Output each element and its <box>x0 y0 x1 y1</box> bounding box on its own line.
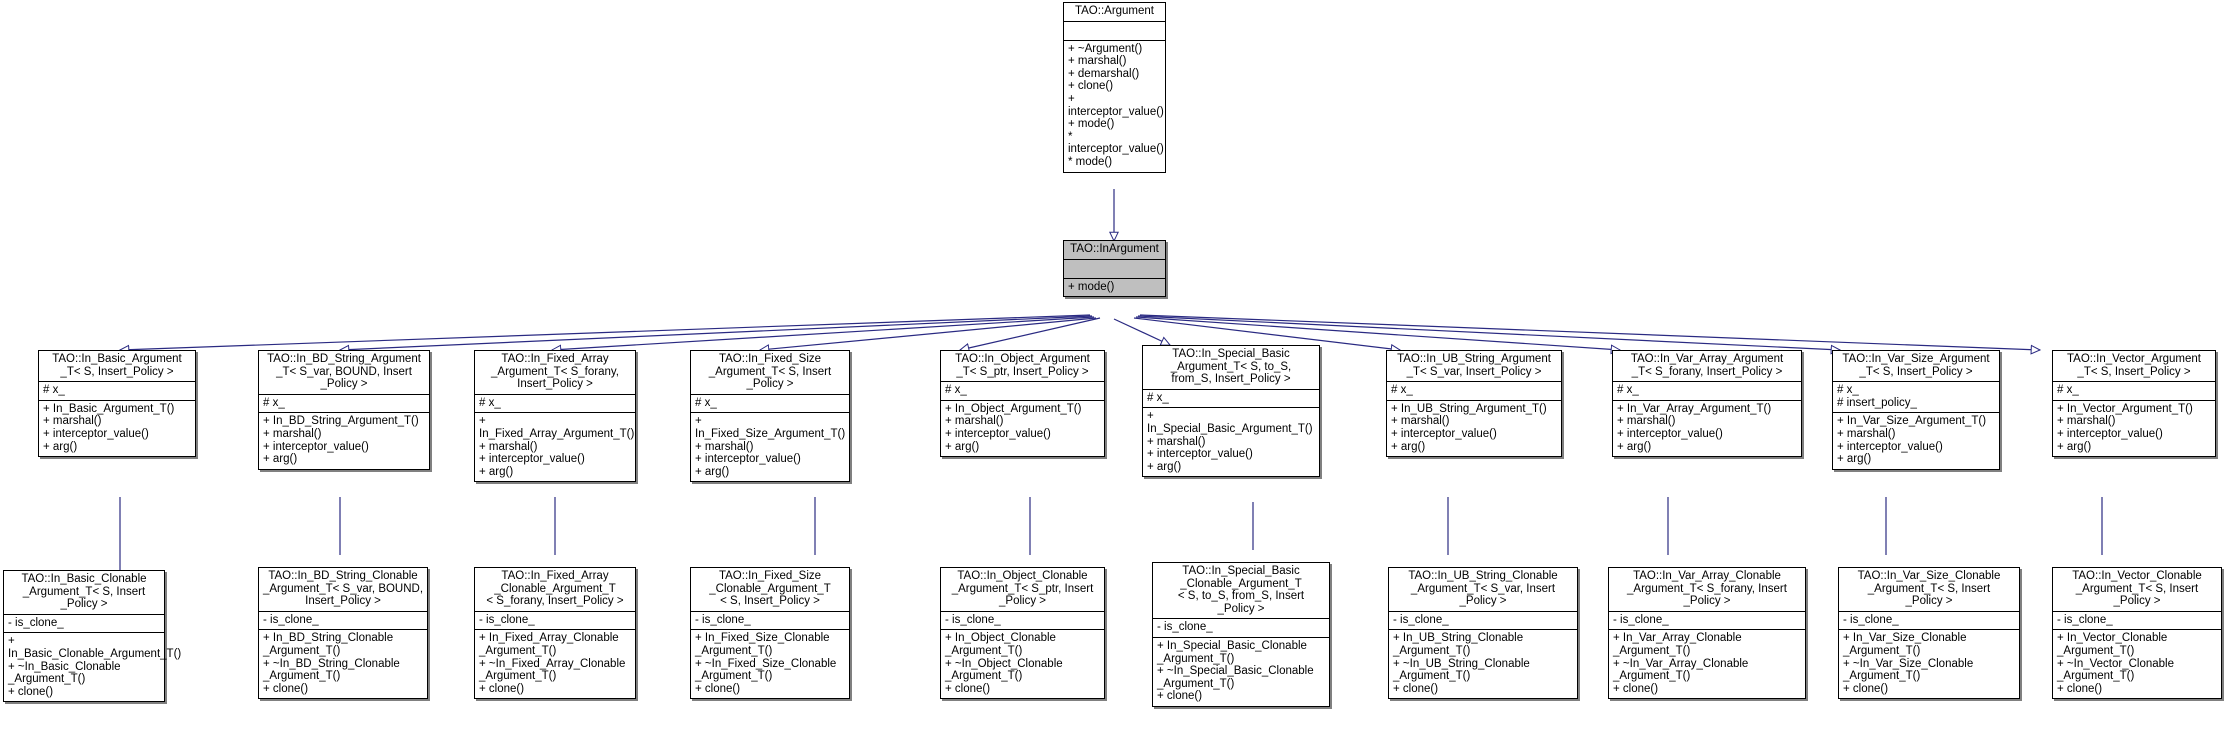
class-title: TAO::In_BD_String_Clonable _Argument_T< … <box>259 568 427 612</box>
class-node-in-var-array-argument[interactable]: TAO::In_Var_Array_Argument _T< S_forany,… <box>1612 350 1802 458</box>
class-operations: + In_UB_String_Argument_T() + marshal() … <box>1391 402 1547 453</box>
class-node-tao-argument[interactable]: TAO::Argument + ~Argument() + marshal() … <box>1063 2 1166 173</box>
class-node-in-fixed-size-clonable-argument[interactable]: TAO::In_Fixed_Size _Clonable_Argument_T … <box>690 567 850 700</box>
class-operations: + In_Special_Basic_Argument_T() + marsha… <box>1147 410 1313 473</box>
class-title: TAO::In_Special_Basic _Clonable_Argument… <box>1153 563 1329 620</box>
class-node-in-vector-argument[interactable]: TAO::In_Vector_Argument _T< S, Insert_Po… <box>2052 350 2216 458</box>
class-title: TAO::In_Var_Size_Argument _T< S, Insert_… <box>1833 351 1999 383</box>
class-attributes <box>1064 260 1165 279</box>
class-title: TAO::In_Var_Array_Argument _T< S_forany,… <box>1613 351 1801 383</box>
class-attributes: # x_ <box>1143 390 1319 409</box>
class-node-in-special-basic-argument[interactable]: TAO::In_Special_Basic _Argument_T< S, to… <box>1142 345 1320 478</box>
class-operations: + In_Var_Array_Clonable _Argument_T() + … <box>1613 632 1749 695</box>
class-node-in-vector-clonable-argument[interactable]: TAO::In_Vector_Clonable _Argument_T< S, … <box>2052 567 2222 700</box>
class-title: TAO::InArgument <box>1064 241 1165 260</box>
class-operations: + In_UB_String_Clonable _Argument_T() + … <box>1393 632 1530 695</box>
class-operations: + In_Vector_Argument_T() + marshal() + i… <box>2057 402 2193 453</box>
class-operations: + In_Fixed_Array_Argument_T() + marshal(… <box>479 415 635 478</box>
class-operations: + In_Var_Size_Clonable _Argument_T() + ~… <box>1843 632 1974 695</box>
class-node-in-var-array-clonable-argument[interactable]: TAO::In_Var_Array_Clonable _Argument_T< … <box>1608 567 1806 700</box>
class-attributes: - is_clone_ <box>691 612 849 631</box>
class-operations: + In_Fixed_Size_Argument_T() + marshal()… <box>695 415 846 478</box>
class-title: TAO::In_Vector_Clonable _Argument_T< S, … <box>2053 568 2221 612</box>
class-node-tao-inargument[interactable]: TAO::InArgument + mode() <box>1063 240 1166 298</box>
class-attributes: # x_ <box>475 395 635 414</box>
class-attributes: - is_clone_ <box>941 612 1104 631</box>
class-node-in-basic-argument[interactable]: TAO::In_Basic_Argument _T< S, Insert_Pol… <box>38 350 196 458</box>
class-node-in-fixed-size-argument[interactable]: TAO::In_Fixed_Size _Argument_T< S, Inser… <box>690 350 850 483</box>
class-attributes: # x_ <box>1387 382 1561 401</box>
class-node-in-ub-string-argument[interactable]: TAO::In_UB_String_Argument _T< S_var, In… <box>1386 350 1562 458</box>
class-operations: + In_Object_Clonable _Argument_T() + ~In… <box>945 632 1063 695</box>
class-node-in-basic-clonable-argument[interactable]: TAO::In_Basic_Clonable _Argument_T< S, I… <box>3 570 182 703</box>
class-attributes: - is_clone_ <box>4 615 164 634</box>
class-operations: + In_Var_Array_Argument_T() + marshal() … <box>1617 402 1772 453</box>
class-node-in-object-clonable-argument[interactable]: TAO::In_Object_Clonable _Argument_T< S_p… <box>940 567 1105 700</box>
class-operations: + In_Var_Size_Argument_T() + marshal() +… <box>1837 415 1987 466</box>
class-title: TAO::In_Fixed_Array _Argument_T< S_foran… <box>475 351 635 395</box>
class-attributes: - is_clone_ <box>1389 612 1577 631</box>
class-title: TAO::In_Fixed_Size _Clonable_Argument_T … <box>691 568 849 612</box>
class-node-in-var-size-clonable-argument[interactable]: TAO::In_Var_Size_Clonable _Argument_T< S… <box>1838 567 2020 700</box>
class-node-in-object-argument[interactable]: TAO::In_Object_Argument _T< S_ptr, Inser… <box>940 350 1105 458</box>
class-operations: + ~Argument() + marshal() + demarshal() … <box>1068 42 1164 168</box>
class-attributes: - is_clone_ <box>2053 612 2221 631</box>
class-operations: + In_Fixed_Size_Clonable _Argument_T() +… <box>695 632 837 695</box>
class-attributes: # x_ <box>1613 382 1801 401</box>
class-node-in-var-size-argument[interactable]: TAO::In_Var_Size_Argument _T< S, Insert_… <box>1832 350 2000 470</box>
class-operations: + In_BD_String_Argument_T() + marshal() … <box>263 415 419 466</box>
class-node-in-fixed-array-argument[interactable]: TAO::In_Fixed_Array _Argument_T< S_foran… <box>474 350 636 483</box>
class-title: TAO::In_Basic_Argument _T< S, Insert_Pol… <box>39 351 195 383</box>
class-title: TAO::In_Basic_Clonable _Argument_T< S, I… <box>4 571 164 615</box>
class-operations: + In_Basic_Clonable_Argument_T() + ~In_B… <box>8 635 182 698</box>
class-operations: + In_Special_Basic_Clonable _Argument_T(… <box>1157 639 1314 703</box>
class-attributes: - is_clone_ <box>1609 612 1805 631</box>
class-title: TAO::In_Var_Array_Clonable _Argument_T< … <box>1609 568 1805 612</box>
class-operations: + In_Basic_Argument_T() + marshal() + in… <box>43 402 175 453</box>
class-node-in-bd-string-argument[interactable]: TAO::In_BD_String_Argument _T< S_var, BO… <box>258 350 430 470</box>
class-title: TAO::In_Fixed_Size _Argument_T< S, Inser… <box>691 351 849 395</box>
class-title: TAO::Argument <box>1064 3 1165 22</box>
class-attributes: - is_clone_ <box>259 612 427 631</box>
class-operations: + In_Fixed_Array_Clonable _Argument_T() … <box>479 632 626 695</box>
class-attributes: - is_clone_ <box>1839 612 2019 631</box>
class-attributes: # x_ <box>39 382 195 401</box>
class-title: TAO::In_Var_Size_Clonable _Argument_T< S… <box>1839 568 2019 612</box>
class-operations: + In_Vector_Clonable _Argument_T() + ~In… <box>2057 632 2175 695</box>
class-title: TAO::In_Object_Argument _T< S_ptr, Inser… <box>941 351 1104 383</box>
class-title: TAO::In_Fixed_Array _Clonable_Argument_T… <box>475 568 635 612</box>
class-node-in-bd-string-clonable-argument[interactable]: TAO::In_BD_String_Clonable _Argument_T< … <box>258 567 428 700</box>
class-title: TAO::In_Vector_Argument _T< S, Insert_Po… <box>2053 351 2215 383</box>
class-attributes: # x_ <box>2053 382 2215 401</box>
class-attributes: - is_clone_ <box>475 612 635 631</box>
class-node-in-ub-string-clonable-argument[interactable]: TAO::In_UB_String_Clonable _Argument_T< … <box>1388 567 1578 700</box>
class-title: TAO::In_Object_Clonable _Argument_T< S_p… <box>941 568 1104 612</box>
class-title: TAO::In_UB_String_Clonable _Argument_T< … <box>1389 568 1577 612</box>
class-attributes: # x_ # insert_policy_ <box>1833 382 1999 414</box>
class-attributes: # x_ <box>941 382 1104 401</box>
class-node-in-fixed-array-clonable-argument[interactable]: TAO::In_Fixed_Array _Clonable_Argument_T… <box>474 567 636 700</box>
class-operations: + In_BD_String_Clonable _Argument_T() + … <box>263 632 400 695</box>
class-attributes: # x_ <box>691 395 849 414</box>
class-title: TAO::In_UB_String_Argument _T< S_var, In… <box>1387 351 1561 383</box>
class-title: TAO::In_BD_String_Argument _T< S_var, BO… <box>259 351 429 395</box>
class-attributes: # x_ <box>259 395 429 414</box>
class-operations: + In_Object_Argument_T() + marshal() + i… <box>945 402 1082 453</box>
class-attributes: - is_clone_ <box>1153 619 1329 638</box>
class-attributes <box>1064 22 1165 41</box>
class-node-in-special-basic-clonable-argument[interactable]: TAO::In_Special_Basic _Clonable_Argument… <box>1152 562 1330 707</box>
class-title: TAO::In_Special_Basic _Argument_T< S, to… <box>1143 346 1319 390</box>
class-operations: + mode() <box>1068 280 1115 293</box>
